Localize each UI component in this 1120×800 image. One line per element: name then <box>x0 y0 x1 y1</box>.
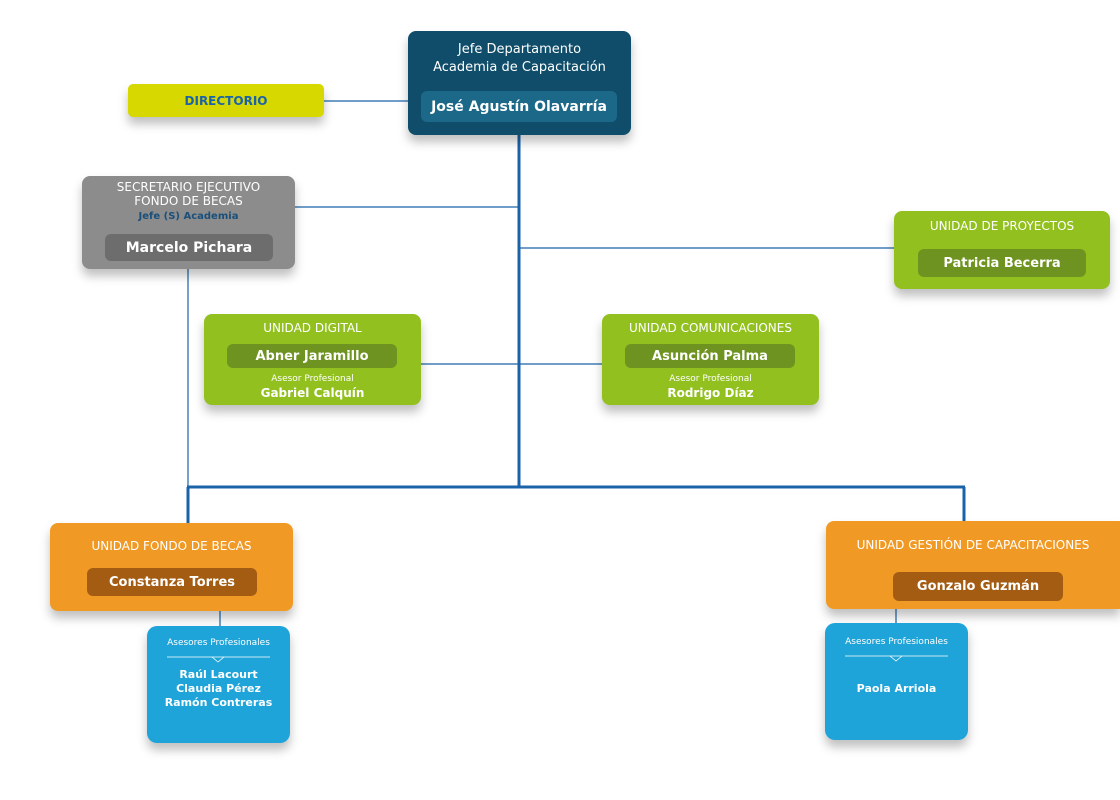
fondo-becas-box: UNIDAD FONDO DE BECAS Constanza Torres <box>50 523 293 611</box>
secretario-title-line2: FONDO DE BECAS <box>134 194 243 208</box>
digital-advisor-label: Asesor Profesional <box>271 374 354 384</box>
directorio-label: DIRECTORIO <box>184 93 268 108</box>
secretario-title-line1: SECRETARIO EJECUTIVO <box>116 180 261 194</box>
head-name: José Agustín Olavarría <box>421 91 617 122</box>
head-title-line1: Jefe Departamento <box>457 42 582 57</box>
digital-advisor-name: Gabriel Calquín <box>260 386 365 400</box>
fondo-becas-advisors-label: Asesores Profesionales <box>167 638 270 648</box>
secretario-name: Marcelo Pichara <box>105 234 273 261</box>
proyectos-title: UNIDAD DE PROYECTOS <box>929 219 1075 233</box>
capacitaciones-name: Gonzalo Guzmán <box>893 572 1063 601</box>
fondo-becas-title: UNIDAD FONDO DE BECAS <box>91 539 252 553</box>
fondo-becas-name: Constanza Torres <box>87 568 257 596</box>
capacitaciones-advisors-label: Asesores Profesionales <box>845 637 948 647</box>
fondo-becas-advisors-box: Asesores Profesionales Raúl Lacourt Clau… <box>147 626 290 743</box>
digital-title: UNIDAD DIGITAL <box>263 321 362 335</box>
head-box: Jefe Departamento Academia de Capacitaci… <box>408 31 631 135</box>
comunicaciones-title: UNIDAD COMUNICACIONES <box>629 321 792 335</box>
comunicaciones-box: UNIDAD COMUNICACIONES Asunción Palma Ase… <box>602 314 819 405</box>
head-title-line2: Academia de Capacitación <box>433 60 606 75</box>
proyectos-box: UNIDAD DE PROYECTOS Patricia Becerra <box>894 211 1110 289</box>
fondo-becas-divider-icon <box>167 656 270 663</box>
fondo-becas-advisor-2: Claudia Pérez <box>176 682 261 695</box>
capacitaciones-title: UNIDAD GESTIÓN DE CAPACITACIONES <box>856 538 1090 552</box>
directorio-box: DIRECTORIO <box>128 84 324 117</box>
capacitaciones-box: UNIDAD GESTIÓN DE CAPACITACIONES Gonzalo… <box>826 521 1120 609</box>
capacitaciones-advisor-1: Paola Arriola <box>856 682 937 695</box>
secretario-box: SECRETARIO EJECUTIVO FONDO DE BECAS Jefe… <box>82 176 295 269</box>
fondo-becas-advisor-3: Ramón Contreras <box>164 696 273 709</box>
comunicaciones-advisor-name: Rodrigo Díaz <box>667 386 754 400</box>
proyectos-name: Patricia Becerra <box>918 249 1086 277</box>
digital-name: Abner Jaramillo <box>227 344 397 368</box>
fondo-becas-advisor-1: Raúl Lacourt <box>179 668 258 681</box>
comunicaciones-name: Asunción Palma <box>625 344 795 368</box>
capacitaciones-divider-icon <box>845 655 948 662</box>
digital-box: UNIDAD DIGITAL Abner Jaramillo Asesor Pr… <box>204 314 421 405</box>
comunicaciones-advisor-label: Asesor Profesional <box>669 374 752 384</box>
secretario-subtitle: Jefe (S) Academia <box>138 211 239 222</box>
capacitaciones-advisors-box: Asesores Profesionales Paola Arriola <box>825 623 968 740</box>
